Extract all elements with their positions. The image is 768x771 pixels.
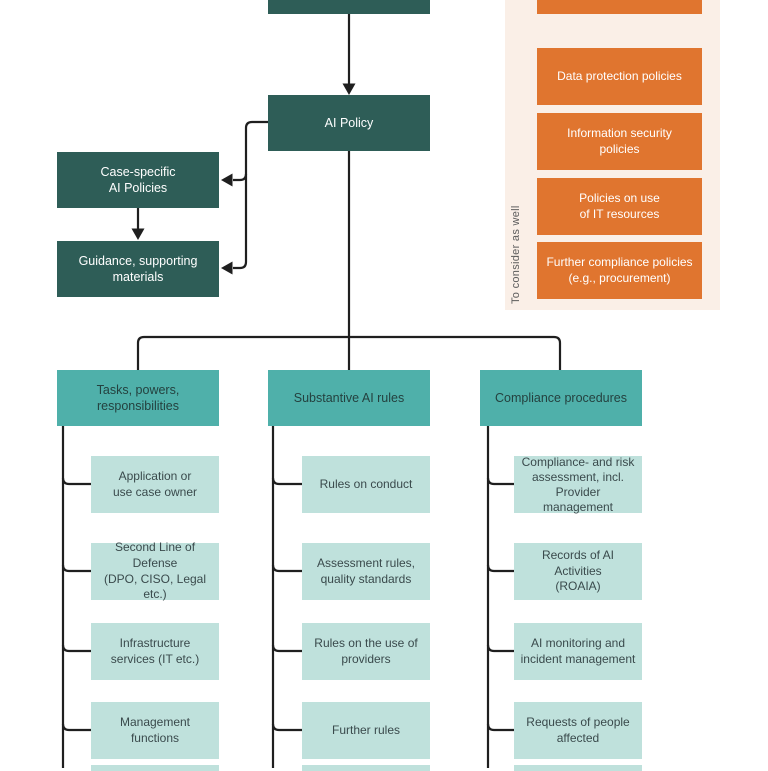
ai-policy-box[interactable]: AI Policy [268,95,430,151]
column1-item[interactable]: Management functions [91,702,219,759]
column2-item[interactable]: Further rules [302,702,430,759]
arrowhead-down-icon [131,228,145,240]
side-panel-item-partial[interactable] [537,0,702,14]
column1-item[interactable]: Application or use case owner [91,456,219,513]
column2-item[interactable]: Assessment rules, quality standards [302,543,430,600]
column-header-substantive-rules[interactable]: Substantive AI rules [268,370,430,426]
column1-item[interactable]: Second Line of Defense (DPO, CISO, Legal… [91,540,219,601]
side-panel-item-further-compliance[interactable]: Further compliance policies (e.g., procu… [537,242,702,299]
arrowhead-down-icon [342,83,356,95]
root-policy-box-partial[interactable] [268,0,430,14]
column2-next-item-partial [302,765,430,771]
side-panel-item-it-resources[interactable]: Policies on use of IT resources [537,178,702,235]
guidance-materials-box[interactable]: Guidance, supporting materials [57,241,219,297]
column1-next-item-partial [91,765,219,771]
column3-item[interactable]: Compliance- and risk assessment, incl. P… [514,455,642,514]
column3-item[interactable]: Records of AI Activities (ROAIA) [514,543,642,600]
to-consider-panel-label: To consider as well [510,205,522,305]
arrowhead-left-icon [221,173,233,187]
column3-item[interactable]: AI monitoring and incident management [514,623,642,680]
case-specific-policies-box[interactable]: Case-specific AI Policies [57,152,219,208]
side-panel-item-data-protection[interactable]: Data protection policies [537,48,702,105]
column2-item[interactable]: Rules on conduct [302,456,430,513]
column-header-tasks[interactable]: Tasks, powers, responsibilities [57,370,219,426]
column3-next-item-partial [514,765,642,771]
column3-item[interactable]: Requests of people affected [514,702,642,759]
side-panel-item-information-security[interactable]: Information security policies [537,113,702,170]
column-header-compliance-procedures[interactable]: Compliance procedures [480,370,642,426]
column2-item[interactable]: Rules on the use of providers [302,623,430,680]
column1-item[interactable]: Infrastructure services (IT etc.) [91,623,219,680]
arrowhead-left-icon [221,261,233,275]
